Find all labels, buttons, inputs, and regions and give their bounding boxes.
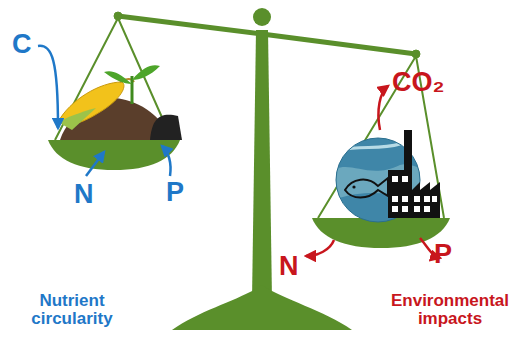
emission-label: CO₂ [392, 68, 445, 96]
scale-stand [48, 8, 450, 330]
nitrogen-label: N [74, 180, 94, 208]
harvest-picture [58, 65, 182, 140]
pollution-picture [334, 130, 440, 226]
phosphorus-loss-label: P [434, 240, 452, 268]
category-label: Environmental impacts [382, 292, 518, 328]
nitrogen-loss-label: N [279, 252, 299, 280]
carbon-label: C [12, 30, 32, 58]
phosphorus-label: P [166, 178, 184, 206]
category-label: Nutrient circularity [14, 292, 130, 328]
flow-arrows [38, 46, 440, 258]
